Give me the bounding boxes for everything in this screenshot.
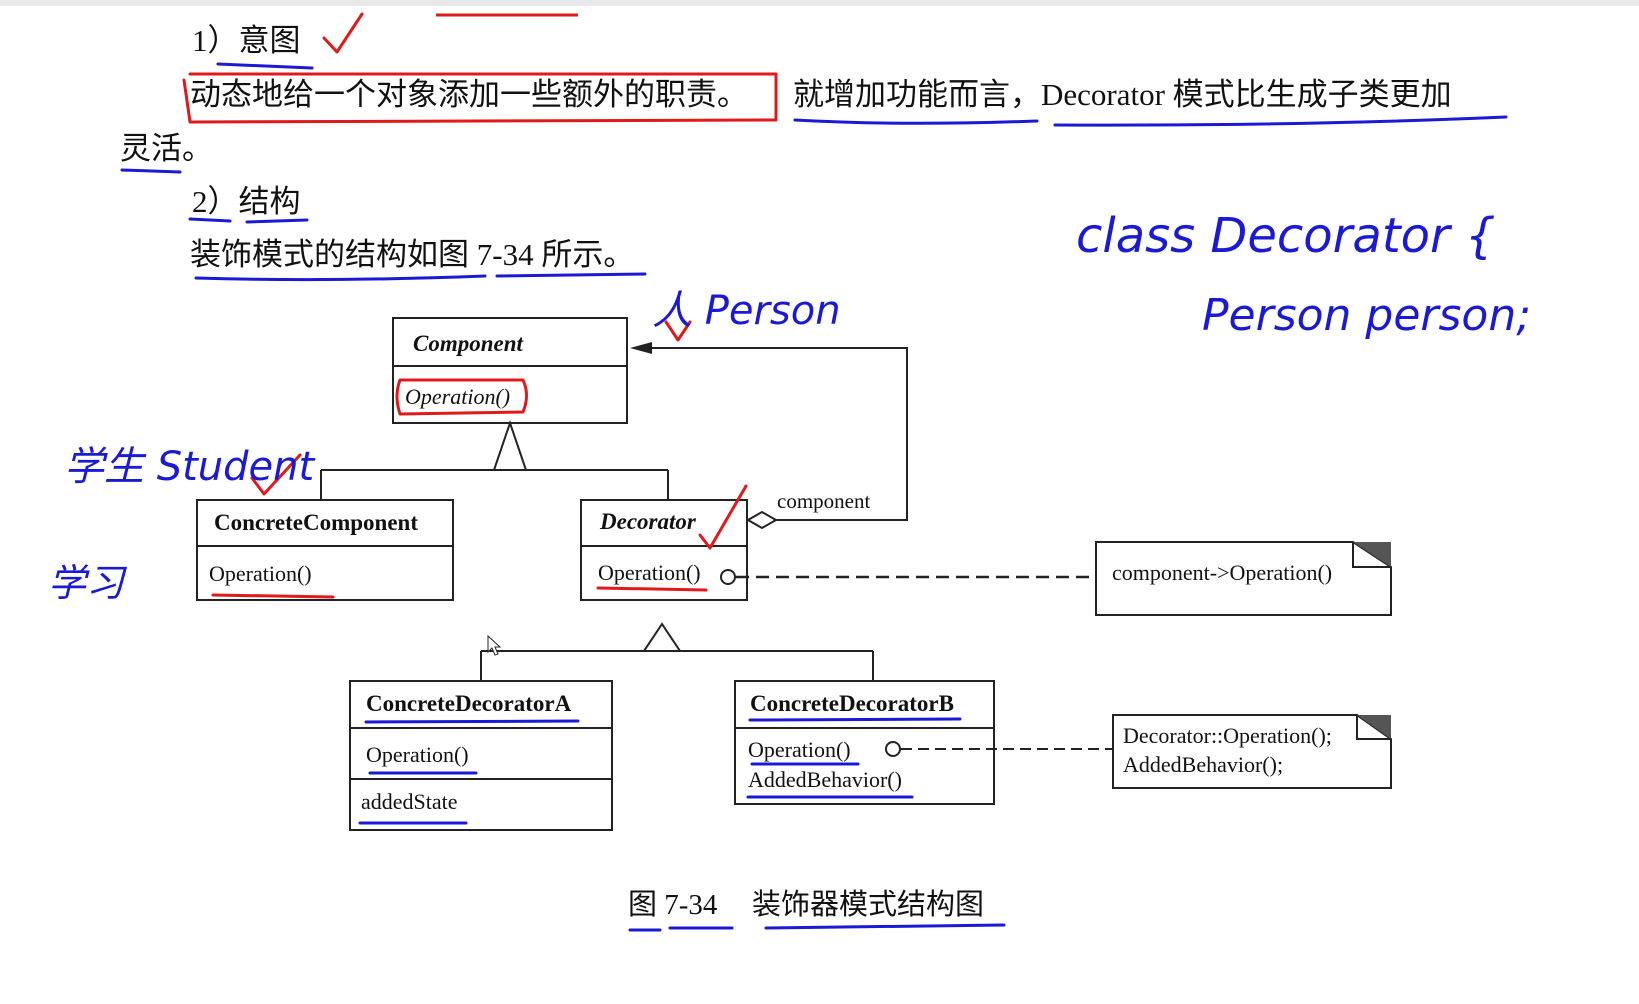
checkmark-intent-icon bbox=[322, 12, 364, 54]
blue-ink-underlines bbox=[120, 62, 1508, 932]
note-b-line-2: AddedBehavior(); bbox=[1123, 752, 1283, 777]
component-operation: Operation() bbox=[405, 384, 510, 409]
concrete-decorator-b-behavior: AddedBehavior() bbox=[748, 767, 902, 792]
intent-line-2: 灵活。 bbox=[120, 131, 213, 166]
note-concrete-decorator-b[interactable]: Decorator::Operation(); AddedBehavior(); bbox=[885, 714, 1392, 789]
annotation-student: 学生 Student bbox=[64, 444, 315, 490]
inheritance-decorator bbox=[480, 622, 874, 681]
checkmark-decorator-icon bbox=[698, 484, 748, 550]
inheritance-component bbox=[320, 419, 669, 500]
class-component[interactable]: Component Operation() bbox=[392, 317, 628, 424]
intent-line-1b: 就增加功能而言，Decorator 模式比生成子类更加 bbox=[793, 77, 1452, 112]
highlight-box-intent bbox=[182, 72, 778, 124]
highlight-box-operation bbox=[395, 378, 528, 416]
note-decorator-text: component->Operation() bbox=[1112, 560, 1332, 585]
underline-decorator-operation bbox=[596, 586, 708, 592]
intent-line-1a: 动态地给一个对象添加一些额外的职责。 bbox=[190, 77, 748, 112]
concrete-decorator-b-name: ConcreteDecoratorB bbox=[750, 691, 954, 716]
class-concrete-decorator-a[interactable]: ConcreteDecoratorA Operation() addedStat… bbox=[349, 680, 613, 831]
note-decorator-operation[interactable]: component->Operation() bbox=[720, 541, 1392, 616]
annotation-code-line-2: Person person; bbox=[1202, 290, 1531, 341]
aggregation-decorator-component bbox=[630, 342, 908, 530]
association-label: component bbox=[777, 489, 870, 513]
annotation-code-line-1: class Decorator { bbox=[1076, 208, 1496, 264]
decorator-name: Decorator bbox=[599, 509, 697, 534]
component-name: Component bbox=[413, 331, 524, 356]
decorator-operation: Operation() bbox=[598, 560, 701, 585]
checkmark-person-icon bbox=[664, 320, 692, 342]
top-toolbar-strip bbox=[0, 0, 1639, 6]
checkmark-student-icon bbox=[250, 453, 302, 496]
concrete-component-operation: Operation() bbox=[209, 561, 312, 586]
class-concrete-component[interactable]: ConcreteComponent Operation() bbox=[196, 499, 454, 601]
structure-heading: 2）结构 bbox=[192, 184, 301, 219]
concrete-decorator-a-state: addedState bbox=[361, 789, 458, 814]
intent-heading: 1）意图 bbox=[192, 23, 301, 58]
annotation-person: 人 Person bbox=[652, 288, 841, 334]
caption-number: 图 7-34 bbox=[628, 889, 718, 921]
structure-description: 装饰模式的结构如图 7-34 所示。 bbox=[190, 237, 635, 272]
caption-title: 装饰器模式结构图 bbox=[752, 888, 984, 921]
underline-concrete-operation bbox=[211, 593, 335, 599]
annotation-study: 学习 bbox=[48, 561, 128, 605]
red-ink-annotations bbox=[182, 12, 778, 599]
note-b-line-1: Decorator::Operation(); bbox=[1123, 723, 1332, 748]
mouse-cursor-icon bbox=[487, 634, 502, 656]
concrete-component-name: ConcreteComponent bbox=[214, 510, 418, 535]
class-concrete-decorator-b[interactable]: ConcreteDecoratorB Operation() AddedBeha… bbox=[734, 680, 995, 805]
concrete-decorator-b-operation: Operation() bbox=[748, 737, 851, 762]
concrete-decorator-a-name: ConcreteDecoratorA bbox=[366, 691, 572, 716]
class-decorator[interactable]: Decorator Operation() bbox=[580, 499, 748, 601]
concrete-decorator-a-operation: Operation() bbox=[366, 742, 469, 767]
